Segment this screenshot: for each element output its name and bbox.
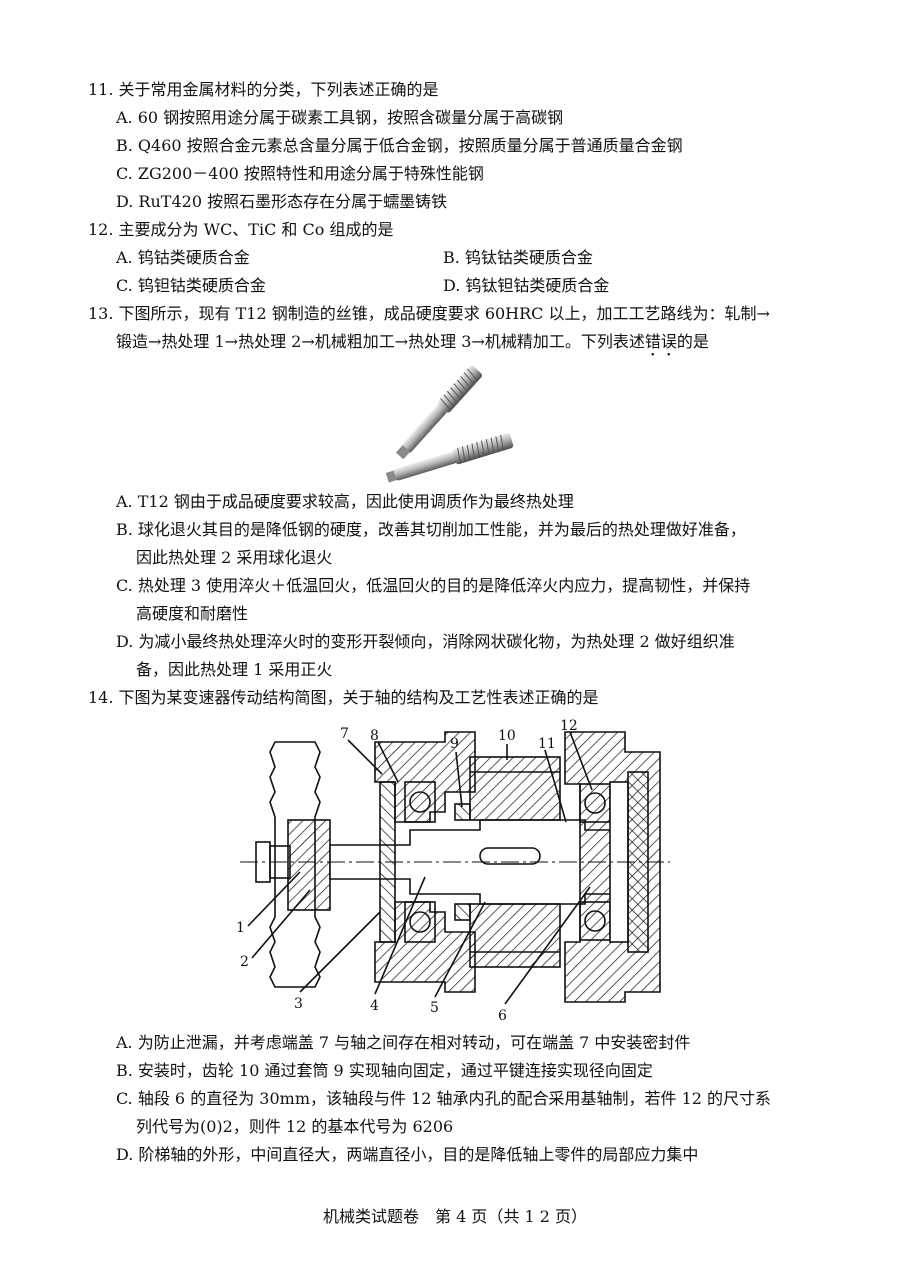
tap-upper <box>395 365 482 460</box>
q14-option-a: A. 为防止泄漏，并考虑端盖 7 与轴之间存在相对转动，可在端盖 7 中安装密封… <box>116 1033 691 1052</box>
q13-option-b-line2: 因此热处理 2 采用球化退火 <box>136 548 333 567</box>
q13-option-d-line1: D. 为减小最终热处理淬火时的变形开裂倾向，消除网状碳化物，为热处理 2 做好组… <box>116 632 735 651</box>
pulley <box>269 741 321 988</box>
label-12: 12 <box>560 718 578 734</box>
q13-stem-line1: 13. 下图所示，现有 T12 钢制造的丝锥，成品硬度要求 60HRC 以上，加… <box>88 304 770 323</box>
gear-10 <box>469 756 561 821</box>
emphasis-char: 误 <box>661 332 677 351</box>
q14-option-b: B. 安装时，齿轮 10 通过套筒 9 实现轴向固定，通过平键连接实现径向固定 <box>116 1061 653 1080</box>
q12-option-c: C. 钨钽钴类硬质合金 <box>116 276 266 295</box>
label-3: 3 <box>294 996 303 1012</box>
taps-image <box>385 365 514 483</box>
q13-option-a: A. T12 钢由于成品硬度要求较高，因此使用调质作为最终热处理 <box>116 492 574 511</box>
q12-option-b: B. 钨钛钴类硬质合金 <box>443 248 593 267</box>
q11-option-a: A. 60 钢按照用途分属于碳素工具钢，按照含碳量分属于高碳钢 <box>116 108 564 127</box>
q11-stem: 11. 关于常用金属材料的分类，下列表述正确的是 <box>88 80 439 99</box>
label-9: 9 <box>450 736 459 752</box>
q11-option-d: D. RuT420 按照石墨形态存在分属于蠕墨铸铁 <box>116 192 448 211</box>
emphasis-char: 错 <box>645 332 661 351</box>
q14-option-c-line1: C. 轴段 6 的直径为 30mm，该轴段与件 12 轴承内孔的配合采用基轴制，… <box>116 1089 772 1108</box>
q11-option-c: C. ZG200－400 按照特性和用途分属于特殊性能钢 <box>116 164 484 183</box>
page-footer: 机械类试题卷 第 4 页（共 1 2 页） <box>323 1207 587 1226</box>
label-1: 1 <box>236 920 245 936</box>
q13-option-c-line1: C. 热处理 3 使用淬火＋低温回火，低温回火的目的是降低淬火内应力，提高韧性，… <box>116 576 751 595</box>
q14-option-d: D. 阶梯轴的外形，中间直径大，两端直径小，目的是降低轴上零件的局部应力集中 <box>116 1145 699 1164</box>
q13-option-b-line1: B. 球化退火其目的是降低钢的硬度，改善其切削加工性能，并为最后的热处理做好准备… <box>116 520 746 539</box>
label-8: 8 <box>370 728 379 744</box>
q12-option-a: A. 钨钴类硬质合金 <box>116 248 250 267</box>
q13-stem-tail: 的是 <box>676 332 709 351</box>
label-10: 10 <box>498 728 516 744</box>
label-7: 7 <box>340 726 349 742</box>
q14-option-c-line2: 列代号为(0)2，则件 12 的基本代号为 6206 <box>136 1117 454 1136</box>
label-4: 4 <box>370 998 379 1014</box>
q13-option-c-line2: 高硬度和耐磨性 <box>136 604 249 623</box>
tap-lower <box>385 432 514 483</box>
q14-stem: 14. 下图为某变速器传动结构简图，关于轴的结构及工艺性表述正确的是 <box>88 688 599 707</box>
left-bearing <box>404 781 436 823</box>
q11-option-b: B. Q460 按照合金元素总含量分属于低合金钢，按照质量分属于普通质量合金钢 <box>116 136 683 155</box>
label-2: 2 <box>240 954 249 970</box>
q13-stem-text: 锻造→热处理 1→热处理 2→机械粗加工→热处理 3→机械精加工。下列表述 <box>116 332 645 351</box>
q13-option-d-line2: 备，因此热处理 1 采用正火 <box>136 660 333 679</box>
label-6: 6 <box>498 1008 507 1024</box>
q12-option-d: D. 钨钛钽钴类硬质合金 <box>443 276 610 295</box>
q13-stem-line2: 锻造→热处理 1→热处理 2→机械粗加工→热处理 3→机械精加工。下列表述错误的… <box>116 331 709 353</box>
gearbox-diagram: 1 2 3 4 5 6 7 8 9 10 11 12 <box>236 718 670 1024</box>
label-5: 5 <box>430 1000 439 1016</box>
sleeve-9 <box>454 803 471 821</box>
q12-stem: 12. 主要成分为 WC、TiC 和 Co 组成的是 <box>88 220 394 239</box>
label-11: 11 <box>538 736 556 752</box>
